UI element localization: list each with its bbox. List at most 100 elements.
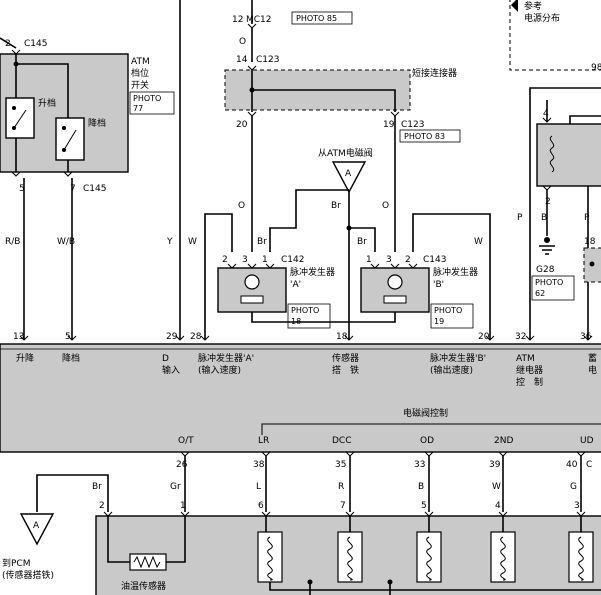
ref-arrow-icon [511, 0, 518, 12]
sensor-a-coil [240, 295, 264, 304]
tcm-label-pga2: (输入速度) [198, 364, 241, 376]
wire-pcm [36, 474, 109, 512]
wire-wb-label: W/B [57, 237, 75, 247]
atm-name-3: 开关 [131, 79, 149, 91]
sensor-a-pin-1: 1 [262, 255, 268, 265]
valve-pin-4: 4 [495, 501, 501, 511]
wire-atm-internal-2 [16, 63, 69, 118]
tcm-2nd: 2ND [494, 436, 513, 446]
wire-sensor-b-gnd [349, 312, 396, 323]
tcm-pin-38: 38 [253, 460, 265, 470]
sensor-a-name-1: 脉冲发生器 [290, 266, 335, 278]
tcm-pin-20: 20 [478, 332, 490, 342]
tcm-od: OD [420, 436, 434, 446]
bottom-wire-l: L [256, 482, 261, 492]
right-pin-4: 4 [543, 109, 549, 119]
atm-photo-box [129, 91, 175, 115]
tcm-label-relay2: 继电器 [516, 364, 543, 376]
tcm-label-up: 升降 [16, 352, 34, 364]
tcm-pin-32: 32 [515, 332, 526, 342]
sensor-b-wire-o: O [382, 201, 389, 211]
tcm-label-battery2: 电 [588, 364, 597, 376]
pcm-ref-line2: (传感器搭铁) [2, 569, 54, 581]
valve-pin-1: 1 [180, 501, 186, 511]
ground-g28-dot [544, 237, 550, 243]
oil-temp-resistor [133, 555, 161, 569]
sensor-b-pin-3: 3 [386, 255, 392, 265]
relay-coil-icon [549, 135, 555, 173]
ref-num: 98 [591, 63, 601, 73]
right-photo: PHOTO [535, 278, 563, 287]
oil-temp-label: 油温传感器 [121, 580, 166, 592]
valve-pin-5: 5 [421, 501, 427, 511]
tcm-label-pga1: 脉冲发生器'A' [198, 352, 254, 364]
solenoid-ref-marker [331, 161, 367, 194]
ref-line2: 电源分布 [524, 12, 560, 24]
wire-br-b [349, 227, 376, 252]
wire-o-top-label: O [239, 37, 246, 47]
bottom-wire-gr: Gr [170, 482, 181, 492]
tcm-pin-26: 26 [176, 460, 188, 470]
c123-pin19-mark [390, 111, 400, 117]
tcm-pin-35: 35 [335, 460, 346, 470]
right-wire-p2: P [584, 213, 590, 223]
bottom-wire-r: R [338, 482, 344, 492]
sensor-b-icon [387, 274, 403, 290]
wire-w-b [412, 213, 491, 340]
c123-pin20-mark [247, 111, 257, 117]
bottom-wire-b: B [418, 482, 424, 492]
down-switch [55, 117, 85, 161]
tcm-pin-13: 13 [13, 332, 24, 342]
up-switch-contact-1 [12, 106, 16, 110]
atm-pin7-mark [63, 171, 73, 177]
wire-relay-top [569, 115, 601, 124]
sensor-b-name-1: 脉冲发生器 [433, 266, 478, 278]
pcm-ref-letter: A [33, 521, 40, 531]
tcm-pin-40: 40 [566, 460, 578, 470]
sensor-b-photo-box [430, 303, 474, 329]
mc12-photo: PHOTO 85 [296, 14, 337, 23]
c123-photo-box [399, 129, 461, 143]
c123-label-bottom: C123 [401, 120, 424, 130]
tcm-label-down: 降档 [62, 352, 80, 364]
atm-conn-bottom: C145 [83, 184, 106, 194]
wire-short-right [252, 89, 396, 112]
tcm-label-relay3: 控 制 [516, 376, 543, 388]
valve-pin-7: 7 [340, 501, 346, 511]
tcm-dcc: DCC [332, 436, 352, 446]
atm-conn-top: C145 [24, 39, 47, 49]
bottom-wire-br: Br [92, 482, 102, 492]
sensor-a-conn: C142 [281, 255, 304, 265]
c123-pin-19: 19 [383, 120, 395, 130]
wire-br-mid-top: Br [331, 201, 341, 211]
c123-pin-20: 20 [236, 120, 248, 130]
sensor-b-pin-2: 2 [405, 255, 411, 265]
wire-w-label: W [188, 237, 197, 247]
relay-box [536, 123, 601, 187]
sensor-b-wire-w: W [474, 237, 483, 247]
tcm-label-sensor1: 传感器 [332, 352, 359, 364]
bottom-wire-g: G [570, 482, 577, 492]
sensor-b-photo-num: 19 [434, 317, 444, 326]
sensor-b-conn: C143 [423, 255, 446, 265]
solenoid-coils [257, 531, 594, 583]
tcm-pin-28: 28 [190, 332, 202, 342]
ground-icon [539, 245, 555, 255]
wire-w-a [204, 213, 233, 340]
pcm-ref-line1: 到PCM [2, 557, 30, 569]
atm-name-1: ATM [131, 57, 150, 67]
down-switch-blade [63, 129, 77, 151]
wire-y-label: Y [166, 237, 173, 247]
sensor-b-name-2: 'B' [433, 280, 444, 290]
short-connector-label: 短接连接器 [412, 67, 457, 79]
up-switch [5, 97, 35, 139]
wire-rb-label: R/B [5, 237, 20, 247]
coil-common-line [269, 582, 601, 591]
solenoid-ref-label: 从ATM电磁阀 [318, 147, 373, 159]
tcm-label-d2: 输入 [162, 364, 180, 376]
ground-label: G28 [536, 265, 555, 275]
tcm-pin-18: 18 [336, 332, 348, 342]
coil-ground-leads [309, 582, 391, 595]
sensor-a-pin-3: 3 [242, 255, 248, 265]
